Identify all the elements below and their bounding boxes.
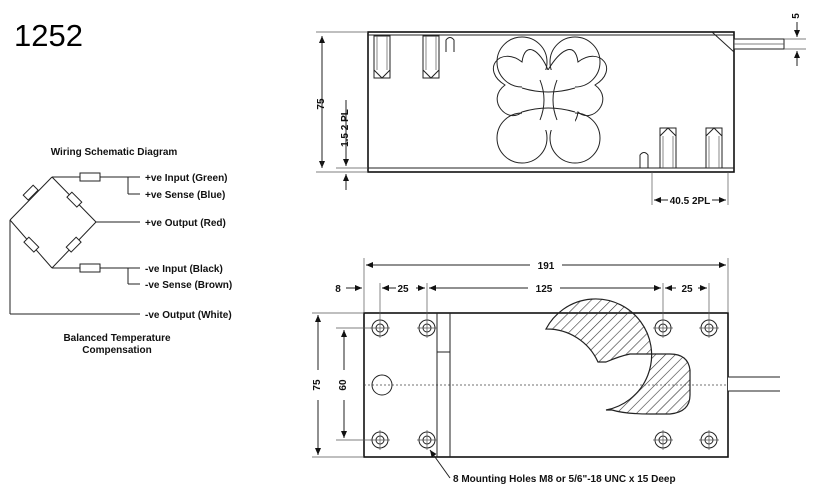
label-sense-pos: +ve Sense (Blue) [145, 190, 225, 201]
mounting-hole-5 [370, 430, 390, 450]
comp-label-2: Compensation [82, 345, 151, 356]
label-out-pos: +ve Output (Red) [145, 218, 226, 229]
side-dim-height: 75 [316, 98, 327, 110]
top-dim-total: 191 [538, 261, 555, 272]
side-dim-top: 5 [791, 13, 802, 19]
model-title: 1252 [14, 18, 83, 53]
side-dim-spacing: 40.5 2PL [670, 196, 711, 207]
resistor-bottom-right [65, 236, 82, 253]
thread-hole-right-1 [659, 127, 677, 169]
comp-resistor-top [79, 172, 101, 182]
top-center-hole [371, 374, 393, 396]
mounting-hole-6 [417, 430, 437, 450]
mounting-hole-2 [417, 318, 437, 338]
top-dim-edge: 8 [335, 284, 341, 295]
mounting-hole-7 [653, 430, 673, 450]
label-out-neg: -ve Output (White) [145, 310, 232, 321]
wheatstone-bridge [9, 176, 97, 269]
side-slot-bottom [639, 152, 649, 168]
label-in-pos: +ve Input (Green) [145, 173, 228, 184]
mounting-hole-1 [370, 318, 390, 338]
side-slot-top [445, 37, 455, 52]
label-in-neg: -ve Input (Black) [145, 264, 223, 275]
wiring-schematic: Wiring Schematic Diagram +ve [9, 147, 232, 356]
mounting-hole-3 [653, 318, 673, 338]
side-view: 75 1.5 2 PL 5 40.5 2PL [316, 13, 806, 207]
hatched-flexure [544, 298, 691, 415]
top-dim-height: 75 [312, 379, 323, 391]
resistor-top-left [22, 184, 39, 201]
mounting-hole-8 [699, 430, 719, 450]
thread-hole-left-2 [422, 35, 440, 79]
resistor-bottom-left [23, 236, 40, 253]
comp-label-1: Balanced Temperature [63, 333, 171, 344]
comp-resistor-bottom [79, 263, 101, 273]
label-sense-neg: -ve Sense (Brown) [145, 280, 232, 291]
top-dim-mid: 125 [536, 284, 553, 295]
wiring-title: Wiring Schematic Diagram [51, 147, 178, 158]
thread-hole-left-1 [373, 35, 391, 79]
resistor-top-right [66, 191, 83, 208]
top-dim-left: 25 [397, 284, 409, 295]
top-dim-holes: 60 [338, 379, 349, 391]
top-dim-right: 25 [681, 284, 693, 295]
mounting-hole-4 [699, 318, 719, 338]
top-view: 191 8 25 125 25 75 60 8 Mounting Holes M… [312, 258, 780, 485]
mounting-holes-note: 8 Mounting Holes M8 or 5/6"-18 UNC x 15 … [453, 474, 676, 485]
thread-hole-right-2 [705, 127, 723, 169]
side-body [367, 31, 735, 173]
side-dim-offset: 1.5 2 PL [340, 109, 351, 147]
